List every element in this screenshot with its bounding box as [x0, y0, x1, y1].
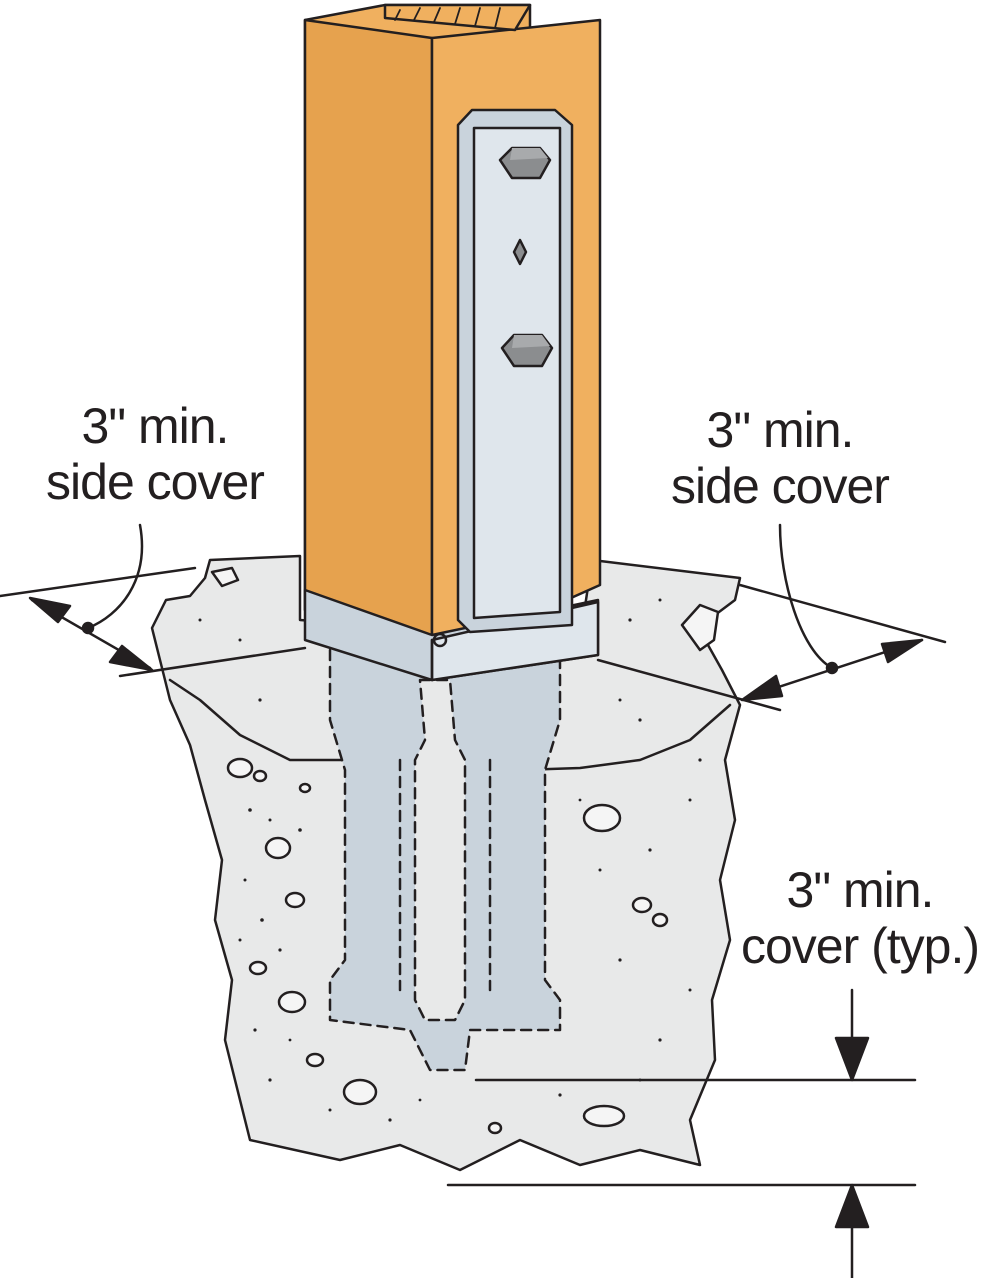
- right-side-cover-line1: 3" min.: [706, 402, 855, 458]
- side-strap: [456, 108, 574, 634]
- aggregate-stones: [226, 757, 669, 1135]
- right-side-cover-label: 3" min. side cover: [645, 402, 915, 514]
- bottom-cover-line2: cover (typ.): [740, 918, 980, 974]
- right-side-cover-line2: side cover: [671, 458, 890, 514]
- concrete-chip: [210, 566, 240, 588]
- right-side-cover-dimension: [596, 523, 947, 712]
- hex-bolt-lower: [500, 333, 554, 368]
- bottom-cover-dimension: [446, 988, 917, 1278]
- embedded-base-strap: [328, 648, 562, 1072]
- left-side-cover-line2: side cover: [46, 454, 265, 510]
- bottom-cover-label: 3" min. cover (typ.): [720, 862, 1000, 974]
- nail-hole: [512, 238, 528, 266]
- hook-detail: [432, 632, 448, 648]
- bottom-cover-line1: 3" min.: [786, 862, 935, 918]
- concrete-chip: [680, 603, 720, 652]
- hex-bolt-upper: [498, 146, 552, 180]
- left-side-cover-dimension: [0, 523, 307, 678]
- left-side-cover-label: 3" min. side cover: [20, 398, 290, 510]
- left-side-cover-line1: 3" min.: [81, 398, 230, 454]
